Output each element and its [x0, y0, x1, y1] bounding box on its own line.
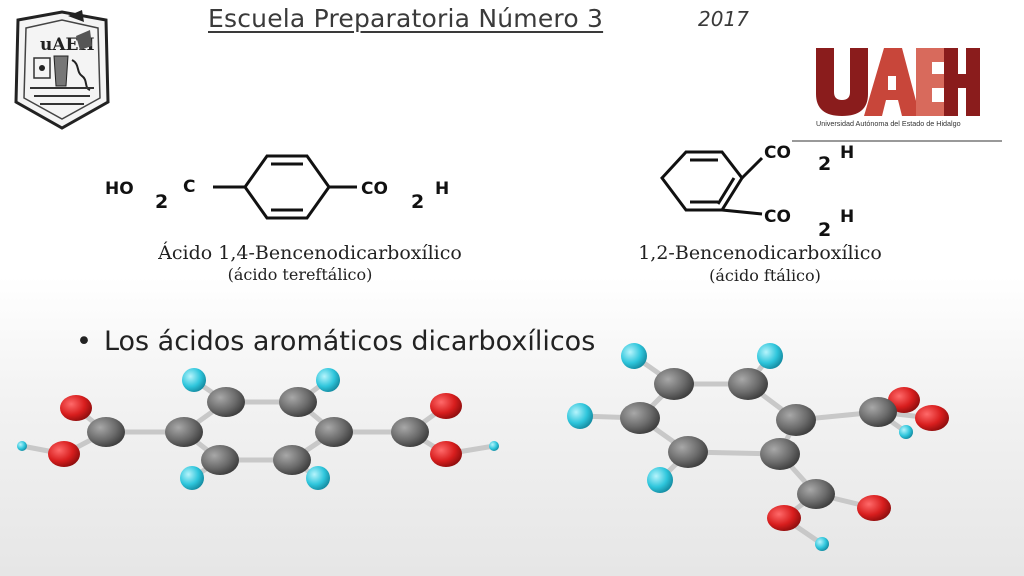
school-seal-logo: uAEH — [14, 10, 110, 130]
top-group-co: CO — [764, 143, 791, 163]
bullet-item: • Los ácidos aromáticos dicarboxílicos — [76, 326, 595, 357]
header-title: Escuela Preparatoria Número 3 — [208, 4, 604, 33]
right-group-co: CO — [361, 179, 388, 199]
ftalico-structure: CO 2 H CO 2 H — [660, 143, 854, 241]
left-group-ho: HO — [105, 179, 134, 199]
right-group-h: H — [435, 179, 449, 199]
left-group-c: C — [183, 177, 195, 197]
tereftalico-3d-model — [17, 368, 499, 490]
uaeh-full-name: Universidad Autónoma del Estado de Hidal… — [816, 119, 961, 128]
tereftalico-structure: HO 2 C CO 2 H — [105, 154, 449, 220]
bottom-group-co: CO — [764, 207, 791, 227]
right-group-sub2: 2 — [411, 191, 424, 213]
ftalico-common-name: (ácido ftálico) — [709, 266, 821, 285]
ftalico-name: 1,2-Bencenodicarboxílico — [638, 242, 882, 264]
tereftalico-common-name: (ácido tereftálico) — [227, 265, 373, 284]
logo-divider — [792, 140, 1002, 142]
bottom-group-h: H — [840, 207, 854, 227]
bullet-text: Los ácidos aromáticos dicarboxílicos — [103, 326, 596, 357]
uaeh-logo: Universidad Autónoma del Estado de Hidal… — [816, 48, 980, 128]
bottom-group-sub2: 2 — [818, 219, 831, 241]
top-group-h: H — [840, 143, 854, 163]
left-group-sub2: 2 — [155, 191, 168, 213]
header-year: 2017 — [698, 7, 749, 31]
bullet-marker: • — [76, 326, 92, 357]
tereftalico-name: Ácido 1,4-Bencenodicarboxílico — [158, 242, 462, 264]
top-group-sub2: 2 — [818, 153, 831, 175]
ftalico-3d-model — [567, 343, 949, 551]
